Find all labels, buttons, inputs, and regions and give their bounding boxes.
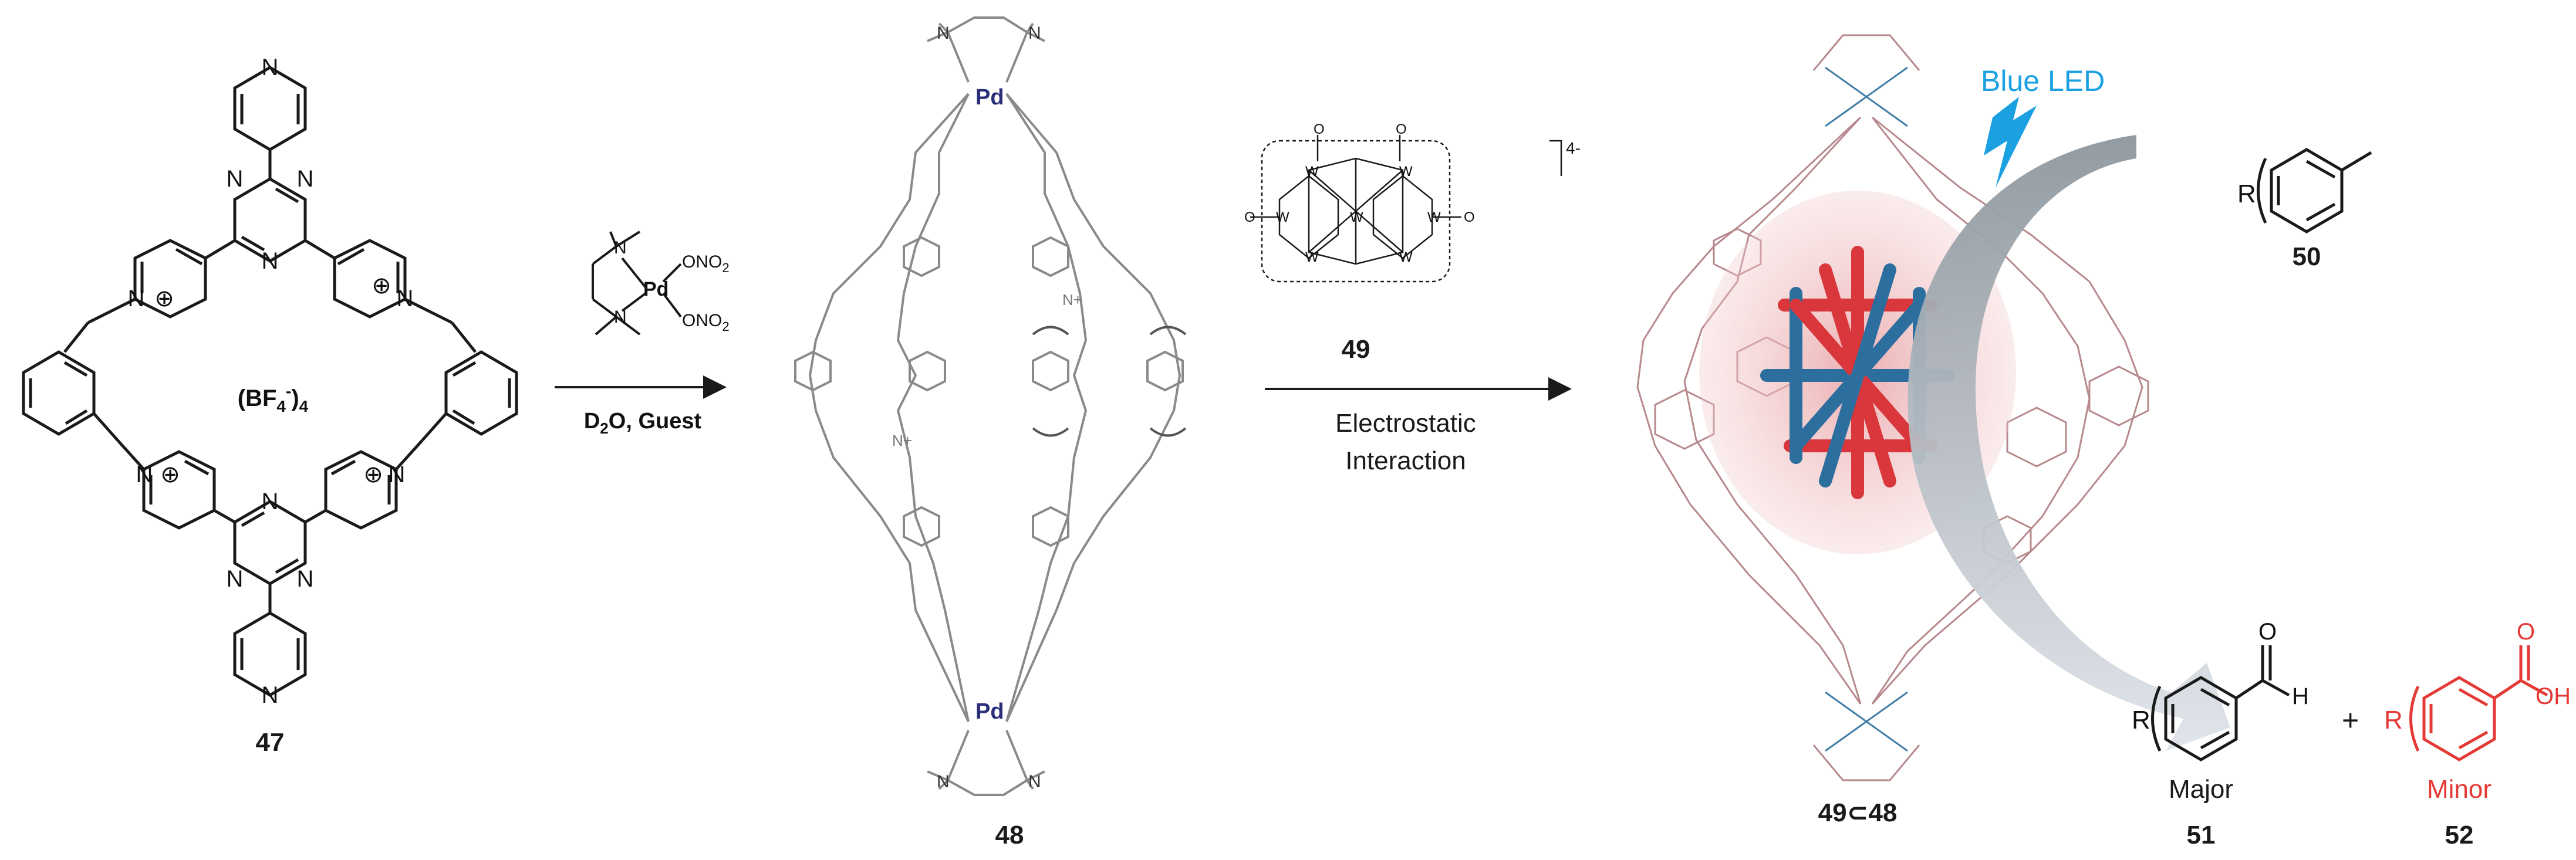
compound-49-label: 49: [1342, 335, 1370, 364]
step2-line2: Interaction: [1345, 446, 1466, 475]
compound-52-o: O: [2517, 619, 2535, 645]
compound-51-o: O: [2258, 619, 2277, 645]
w-atom-6: W: [1305, 249, 1319, 265]
atom-n-triazine-b: N: [297, 166, 314, 192]
plus-sign: +: [2342, 704, 2359, 737]
atom-n-bottom: N: [262, 682, 279, 708]
n-top-left: N: [937, 23, 950, 43]
blue-led-label: Blue LED: [1981, 65, 2105, 97]
w-atom-4: W: [1427, 209, 1441, 225]
charge-lower-left: ⊕: [160, 462, 180, 487]
compound-52-r: R: [2384, 706, 2403, 734]
compound-51-structure: [2151, 645, 2290, 761]
compound-52-structure: [2409, 645, 2548, 761]
compound-49-labels: W W W W W W W O O O O 4-: [1244, 121, 1581, 265]
w-atom-1: W: [1305, 164, 1319, 180]
pd-top: Pd: [975, 85, 1004, 110]
atom-n-bottom-triazine-a: N: [262, 489, 279, 514]
compound-47-label: 47: [256, 728, 285, 757]
compound-48-structure: [794, 16, 1187, 796]
compound-47-labels: N N N N N N ⊕ N ⊕ N ⊕ N ⊕ N N N (BF4-)4 …: [128, 55, 414, 757]
reagent-pd: Pd: [643, 278, 669, 300]
compound-52-descriptor: Minor: [2427, 775, 2491, 804]
reagent-ono2-bottom: ONO2: [682, 311, 730, 334]
step1-conditions: D2O, Guest: [584, 409, 702, 437]
charge-left: ⊕: [154, 286, 174, 312]
n-bottom-right: N: [1028, 772, 1041, 791]
atom-n-triazine-c: N: [262, 248, 279, 274]
conversion-arrow: [1907, 135, 2230, 751]
compound-51-label: 51: [2187, 821, 2216, 849]
compound-48-label: 48: [995, 821, 1024, 849]
charge-right: ⊕: [372, 273, 391, 299]
compound-52-oh: OH: [2536, 683, 2571, 709]
w-atom-3: W: [1276, 209, 1289, 225]
charge-lower-right: ⊕: [363, 462, 383, 487]
n-top-right: N: [1028, 23, 1041, 43]
complex-label: 49⊂48: [1818, 798, 1898, 827]
o-atom-3: O: [1314, 121, 1325, 137]
compound-49-structure: [1250, 135, 1562, 283]
cation-left: N+: [892, 432, 912, 449]
atom-n-triazine-a: N: [227, 166, 244, 192]
o-atom-1: O: [1244, 209, 1255, 225]
compound-50-structure: [2257, 148, 2372, 233]
w-atom-2: W: [1399, 164, 1413, 180]
pd-bottom: Pd: [975, 699, 1004, 724]
atom-n-pyridinium-right: N: [397, 286, 414, 312]
compound-51-r: R: [2132, 706, 2150, 734]
n-bottom-left: N: [937, 772, 950, 791]
reagent-ono2-top: ONO2: [682, 252, 730, 275]
atom-n-top: N: [262, 55, 279, 80]
compound-51-h: H: [2292, 683, 2309, 709]
pd-reagent-structure: [592, 231, 682, 336]
compound-48-labels: Pd Pd N N N N N+ N+ 48: [892, 23, 1082, 849]
compound-50-r: R: [2237, 180, 2256, 208]
reagent-n-top: N: [614, 238, 627, 258]
compound-52-label: 52: [2445, 821, 2474, 849]
o-atom-4: O: [1396, 121, 1407, 137]
compound-49-charge: 4-: [1566, 139, 1581, 157]
compound-47-structure: [22, 66, 518, 697]
atom-n-lower-right: N: [389, 462, 406, 487]
cation-right: N+: [1062, 291, 1082, 309]
pd-reagent-labels: N N Pd ONO2 ONO2: [614, 238, 730, 334]
reagent-n-bottom: N: [614, 307, 627, 327]
step2-line1: Electrostatic: [1335, 409, 1476, 438]
counterion: (BF4-)4: [238, 382, 309, 415]
compound-51-descriptor: Major: [2169, 775, 2233, 804]
lightning-icon: [1984, 97, 2037, 188]
atom-n-lower-left: N: [136, 462, 153, 487]
atom-n-bottom-triazine-b: N: [227, 566, 244, 592]
w-atom-5: W: [1350, 209, 1363, 225]
atom-n-pyridinium-left: N: [128, 286, 145, 312]
atom-n-bottom-triazine-c: N: [297, 566, 314, 592]
w-atom-7: W: [1399, 249, 1413, 265]
o-atom-2: O: [1464, 209, 1475, 225]
compound-50-label: 50: [2293, 242, 2321, 271]
